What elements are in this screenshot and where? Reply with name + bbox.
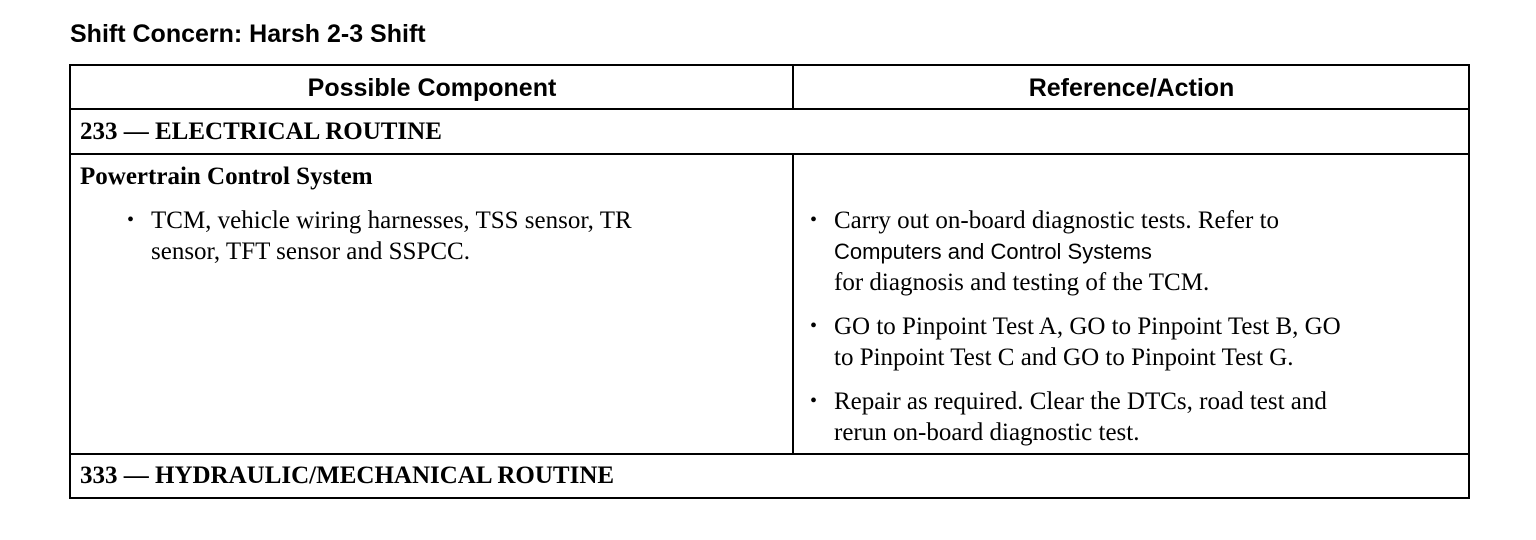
header-reference-action: Reference/Action [1028,74,1235,102]
row-divider [71,453,1468,455]
header-possible-component: Possible Component [307,74,557,102]
bullet-glyph: • [810,390,818,412]
row-divider [71,153,1468,155]
action-line: Carry out on-board diagnostic tests. Ref… [834,207,1280,234]
page-title: Shift Concern: Harsh 2-3 Shift [70,20,426,48]
action-line: for diagnosis and testing of the TCM. [834,269,1210,296]
bullet-glyph: • [810,315,818,337]
column-divider [792,66,794,110]
system-label: Powertrain Control System [80,163,373,190]
action-bullet: • GO to Pinpoint Test A, GO to Pinpoint … [810,311,1341,373]
reference-link-text: Computers and Control Systems [834,239,1152,264]
action-line: GO to Pinpoint Test A, GO to Pinpoint Te… [834,313,1341,340]
row-divider [71,108,1468,110]
component-line: TCM, vehicle wiring harnesses, TSS senso… [151,207,632,234]
action-bullet: • Carry out on-board diagnostic tests. R… [810,205,1280,298]
component-bullet: • TCM, vehicle wiring harnesses, TSS sen… [127,205,632,267]
diagnostic-table: Possible Component Reference/Action 233 … [69,64,1470,499]
action-line: to Pinpoint Test C and GO to Pinpoint Te… [834,344,1294,371]
bullet-glyph: • [810,209,818,231]
action-bullet: • Repair as required. Clear the DTCs, ro… [810,386,1327,448]
column-divider [792,155,794,453]
component-line: sensor, TFT sensor and SSPCC. [151,238,470,265]
bullet-glyph: • [127,209,135,231]
routine-hydraulic-mechanical: 333 — HYDRAULIC/MECHANICAL ROUTINE [80,462,615,489]
action-line: Repair as required. Clear the DTCs, road… [834,388,1327,415]
routine-electrical: 233 — ELECTRICAL ROUTINE [80,118,442,145]
action-line: rerun on-board diagnostic test. [834,419,1140,446]
